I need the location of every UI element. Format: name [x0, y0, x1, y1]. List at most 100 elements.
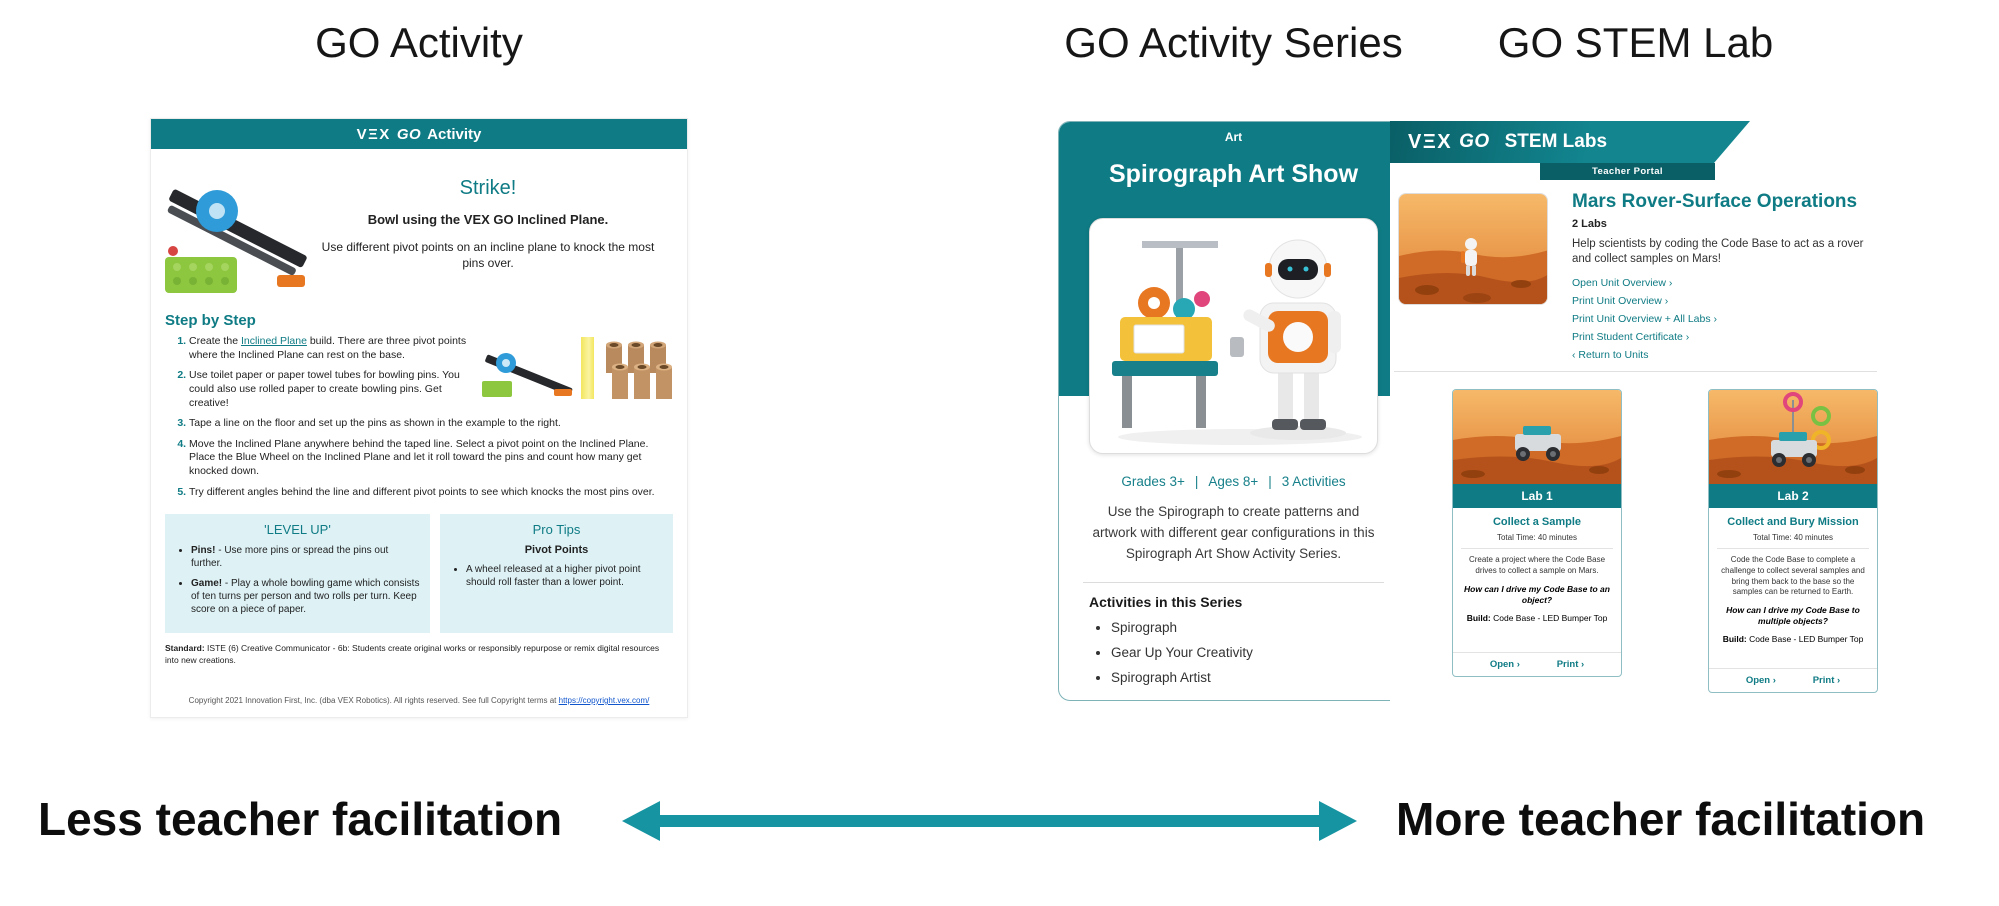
- lab-1-title: Collect a Sample: [1492, 516, 1582, 528]
- open-unit-overview-link[interactable]: Open Unit Overview ›: [1572, 276, 1673, 289]
- series-activities-heading: Activities in this Series: [1089, 594, 1243, 610]
- unit-links: Open Unit Overview › Print Unit Overview…: [1572, 277, 1874, 361]
- lab-2-build: Build: Code Base - LED Bumper Top: [1717, 634, 1869, 644]
- series-category: Art: [1224, 130, 1243, 144]
- doc-intro-text: Strike! Bowl using the VEX GO Inclined P…: [313, 161, 673, 304]
- step-1-text-cont: build. There are three pivot points wher…: [189, 335, 467, 361]
- step-1-text: Create the: [189, 335, 241, 347]
- lab-2-open-link[interactable]: Open ›: [1745, 675, 1776, 686]
- activity-series-card: Art Spirograph Art Show: [1058, 121, 1409, 701]
- level-up-box: 'LEVEL UP' Pins! - Use more pins or spre…: [165, 514, 430, 634]
- print-unit-overview-link[interactable]: Print Unit Overview ›: [1572, 294, 1669, 307]
- series-activity-item-2: Gear Up Your Creativity: [1111, 645, 1388, 660]
- lab-1-footer: Open › Print ›: [1453, 652, 1621, 676]
- stem-lab-portal: VΞX GO STEM Labs Teacher Portal: [1390, 121, 1881, 701]
- double-headed-arrow: [622, 801, 1357, 841]
- pro-tips-list: A wheel released at a higher pivot point…: [450, 563, 663, 589]
- step-2-text: Use toilet paper or paper towel tubes fo…: [189, 369, 460, 409]
- lab-2-driving-question: How can I drive my Code Base to multiple…: [1726, 605, 1860, 627]
- step-item-5: Try different angles behind the line and…: [189, 486, 673, 500]
- step-item-2: Use toilet paper or paper towel tubes fo…: [189, 369, 673, 410]
- pro-tips-subtitle: Pivot Points: [524, 544, 589, 557]
- series-activity-item-3: Spirograph Artist: [1111, 670, 1388, 685]
- level-up-item-1-text: - Use more pins or spread the pins out f…: [191, 545, 389, 570]
- more-facilitation-label: More teacher facilitation: [1396, 793, 1926, 845]
- series-description: Use the Spirograph to create patterns an…: [1092, 504, 1375, 561]
- unit-labs-count: 2 Labs: [1572, 217, 1607, 230]
- series-meta-row: Grades 3+|Ages 8+|3 Activities: [1059, 474, 1408, 489]
- copyright-line: Copyright 2021 Innovation First, Inc. (d…: [151, 696, 687, 705]
- doc-header-label: Activity: [427, 125, 482, 143]
- level-up-item-1-lead: Pins!: [191, 545, 216, 557]
- series-divider: [1083, 582, 1384, 583]
- tape-line-image: [581, 337, 594, 399]
- series-ages: Ages 8+: [1208, 474, 1259, 489]
- unit-description: Help scientists by coding the Code Base …: [1572, 237, 1864, 266]
- series-activities-list: Spirograph Gear Up Your Creativity Spiro…: [1111, 620, 1388, 695]
- lab-2-total-time: Total Time: 40 minutes: [1717, 533, 1869, 549]
- lab-1-rover-illustration: [1453, 390, 1621, 484]
- lab-1-card: Lab 1 Collect a Sample Total Time: 40 mi…: [1452, 389, 1622, 677]
- vex-logo: VΞX: [356, 125, 391, 143]
- step-3-text: Tape a line on the floor and set up the …: [189, 417, 561, 430]
- stem-labs-label: STEM Labs: [1504, 131, 1608, 152]
- step-4-text: Move the Inclined Plane anywhere behind …: [189, 437, 649, 478]
- doc-header-bar: VΞX GO Activity: [151, 119, 687, 149]
- activity-intro-text: Use different pivot points on an incline…: [321, 240, 655, 271]
- spirograph-robot-illustration: [1112, 239, 1362, 445]
- level-up-title: 'LEVEL UP': [264, 522, 331, 538]
- cardboard-tubes-image: [606, 341, 672, 399]
- level-up-list: Pins! - Use more pins or spread the pins…: [175, 544, 420, 616]
- lab-2-mars-image: [1709, 390, 1877, 484]
- vex-logo: VΞX: [1408, 130, 1453, 153]
- step-item-3: Tape a line on the floor and set up the …: [189, 417, 673, 431]
- lab-2-title: Collect and Bury Mission: [1727, 516, 1859, 528]
- lab-1-driving-question: How can I drive my Code Base to an objec…: [1464, 583, 1610, 605]
- stem-divider: [1394, 371, 1877, 372]
- series-meta-separator: |: [1194, 474, 1199, 489]
- lab-1-print-link[interactable]: Print ›: [1556, 659, 1585, 670]
- standards-lead: Standard:: [165, 643, 205, 654]
- standards-note: Standard: ISTE (6) Creative Communicator…: [165, 643, 673, 667]
- go-logo: GO: [396, 125, 422, 143]
- activity-title: Strike!: [459, 177, 517, 199]
- standards-text: ISTE (6) Creative Communicator - 6b: Stu…: [165, 643, 660, 666]
- level-up-item-2: Game! - Play a whole bowling game which …: [191, 577, 420, 616]
- lab-2-rover-illustration: [1709, 390, 1877, 484]
- lab-1-build-text: Code Base - LED Bumper Top: [1490, 612, 1608, 623]
- level-up-item-2-lead: Game!: [191, 578, 223, 590]
- step-by-step-section: Step by Step Cre: [151, 308, 687, 506]
- print-unit-overview-all-labs-link[interactable]: Print Unit Overview + All Labs ›: [1572, 312, 1718, 325]
- inclined-plane-build-image: [161, 161, 313, 304]
- pro-tips-item-1-text: A wheel released at a higher pivot point…: [465, 564, 641, 589]
- print-student-certificate-link[interactable]: Print Student Certificate ›: [1572, 330, 1690, 343]
- activity-subtitle: Bowl using the VEX GO Inclined Plane.: [367, 212, 609, 227]
- go-activity-document: VΞX GO Activity: [150, 118, 688, 718]
- go-logo: GO: [1459, 131, 1490, 152]
- step-5-text: Try different angles behind the line and…: [189, 485, 655, 498]
- level-up-item-1: Pins! - Use more pins or spread the pins…: [191, 544, 420, 570]
- inclined-plane-link[interactable]: Inclined Plane: [240, 335, 307, 347]
- lab-1-description: Create a project where the Code Base dri…: [1468, 555, 1606, 575]
- copyright-text: Copyright 2021 Innovation First, Inc. (d…: [188, 696, 559, 705]
- series-title: Spirograph Art Show: [1108, 160, 1359, 188]
- pro-tips-item-1: A wheel released at a higher pivot point…: [466, 563, 663, 589]
- lab-2-footer: Open › Print ›: [1709, 668, 1877, 692]
- lab-2-card: Lab 2 Collect and Bury Mission Total Tim…: [1708, 389, 1878, 693]
- level-up-item-2-text: - Play a whole bowling game which consis…: [191, 578, 420, 616]
- lab-2-print-link[interactable]: Print ›: [1812, 675, 1841, 686]
- copyright-link[interactable]: https://copyright.vex.com/: [558, 696, 650, 705]
- mini-inclined-plane-image: [482, 353, 573, 397]
- inclined-plane-build-illustration: [165, 189, 307, 293]
- teacher-portal-tab[interactable]: Teacher Portal: [1540, 163, 1715, 180]
- doc-intro-row: Strike! Bowl using the VEX GO Inclined P…: [151, 149, 687, 308]
- series-grades: Grades 3+: [1121, 474, 1185, 489]
- lab-1-open-link[interactable]: Open ›: [1489, 659, 1520, 670]
- mars-unit-thumbnail[interactable]: [1398, 193, 1548, 305]
- pro-tips-title: Pro Tips: [532, 522, 581, 538]
- unit-title: Mars Rover-Surface Operations: [1572, 191, 1858, 212]
- lab-2-banner: Lab 2: [1709, 484, 1877, 508]
- steps-example-images: [477, 337, 673, 405]
- return-to-units-link[interactable]: ‹ Return to Units: [1572, 348, 1649, 361]
